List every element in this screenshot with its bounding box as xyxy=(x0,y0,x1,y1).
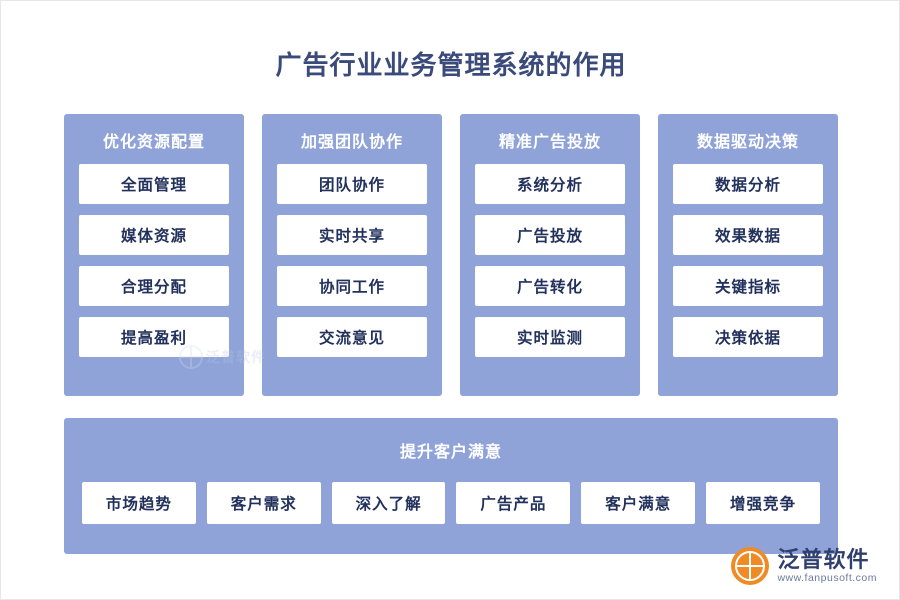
column-team-collaboration: 加强团队协作 团队协作 实时共享 协同工作 交流意见 xyxy=(262,114,442,396)
column-item[interactable]: 决策依据 xyxy=(673,317,823,357)
column-item[interactable]: 交流意见 xyxy=(277,317,427,357)
column-header: 加强团队协作 xyxy=(300,134,403,151)
brand-text: 泛普软件 www.fanpusoft.com xyxy=(777,548,877,584)
band-item-group: 市场趋势 客户需求 深入了解 广告产品 客户满意 增强竞争 xyxy=(82,482,820,524)
column-item[interactable]: 数据分析 xyxy=(673,164,823,204)
column-optimize-resources: 优化资源配置 全面管理 媒体资源 合理分配 提高盈利 xyxy=(64,114,244,396)
column-precise-ad-delivery: 精准广告投放 系统分析 广告投放 广告转化 实时监测 xyxy=(460,114,640,396)
band-header: 提升客户满意 xyxy=(399,444,502,461)
column-header: 精准广告投放 xyxy=(498,134,601,151)
column-data-driven-decision: 数据驱动决策 数据分析 效果数据 关键指标 决策依据 xyxy=(658,114,838,396)
band-item[interactable]: 客户满意 xyxy=(581,482,696,524)
band-item[interactable]: 市场趋势 xyxy=(82,482,196,524)
column-group: 优化资源配置 全面管理 媒体资源 合理分配 提高盈利 加强团队协作 团队协作 实… xyxy=(64,114,838,396)
band-item[interactable]: 增强竞争 xyxy=(706,482,820,524)
column-item[interactable]: 协同工作 xyxy=(277,266,427,306)
page-title: 广告行业业务管理系统的作用 xyxy=(275,50,627,80)
column-item[interactable]: 合理分配 xyxy=(79,266,229,306)
brand-name: 泛普软件 xyxy=(777,546,870,572)
column-item[interactable]: 团队协作 xyxy=(277,164,427,204)
column-item[interactable]: 全面管理 xyxy=(79,164,229,204)
column-item[interactable]: 提高盈利 xyxy=(79,317,229,357)
column-item[interactable]: 广告转化 xyxy=(475,266,625,306)
column-item[interactable]: 效果数据 xyxy=(673,215,823,255)
column-item[interactable]: 实时监测 xyxy=(475,317,625,357)
band-item[interactable]: 客户需求 xyxy=(206,482,321,524)
column-item[interactable]: 系统分析 xyxy=(475,164,625,204)
band-item[interactable]: 深入了解 xyxy=(331,482,446,524)
brand-url: www.fanpusoft.com xyxy=(777,572,877,585)
column-item[interactable]: 广告投放 xyxy=(475,215,625,255)
column-header: 数据驱动决策 xyxy=(696,134,799,151)
column-header: 优化资源配置 xyxy=(102,134,205,151)
column-item[interactable]: 媒体资源 xyxy=(79,215,229,255)
globe-icon xyxy=(731,547,770,585)
band-item[interactable]: 广告产品 xyxy=(456,482,571,524)
brand-logo: 泛普软件 www.fanpusoft.com xyxy=(731,547,877,585)
band-customer-satisfaction: 提升客户满意 市场趋势 客户需求 深入了解 广告产品 客户满意 增强竞争 xyxy=(64,418,838,554)
column-item[interactable]: 关键指标 xyxy=(673,266,823,306)
column-item[interactable]: 实时共享 xyxy=(277,215,427,255)
